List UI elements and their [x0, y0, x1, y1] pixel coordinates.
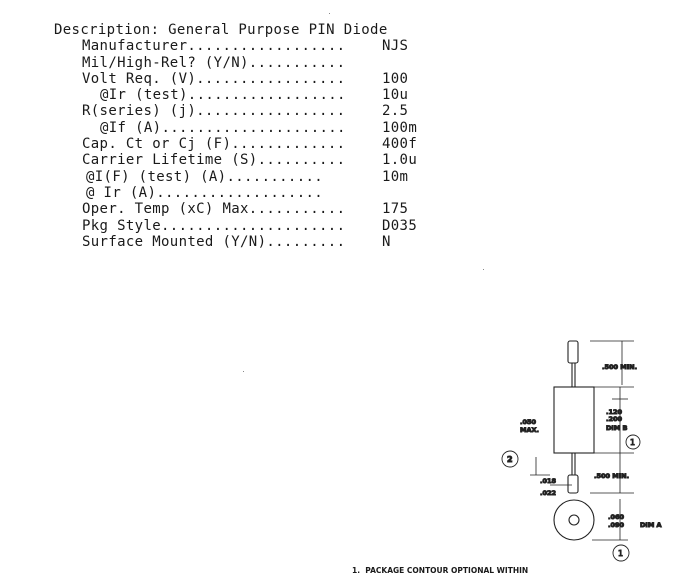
note-marker-3-label: 1 — [618, 549, 623, 558]
leader-dots: ................. — [196, 70, 346, 87]
leader-dots: .................. — [187, 38, 346, 55]
spec-value: N — [382, 233, 391, 250]
leader-dots: .......... — [257, 152, 346, 169]
dim-b-label: DIM B — [606, 424, 628, 432]
body-dia-top: .120 — [606, 408, 623, 416]
diode-body — [553, 386, 595, 454]
dim-a-label: DIM A — [640, 521, 662, 529]
spec-value: 400f — [382, 136, 418, 153]
spec-value: 2.5 — [382, 103, 409, 120]
leader-dots: ..................... — [161, 119, 346, 136]
spec-value: 10u — [382, 87, 409, 104]
spec-row-ir-test: @Ir (test).................. 10u — [54, 87, 408, 104]
diode-outline — [553, 340, 595, 541]
leader-dots: ........... — [248, 201, 346, 218]
spec-row-if-test: @I(F) (test) (A)........... 10m — [54, 168, 408, 185]
spec-label: @I(F) (test) (A) — [86, 168, 227, 185]
leader-dots: ..................... — [161, 217, 346, 234]
note-marker-3 — [612, 544, 630, 562]
spec-label: @If (A) — [100, 119, 162, 136]
spec-label: Surface Mounted (Y/N) — [82, 233, 267, 250]
scan-speck — [483, 269, 484, 270]
spec-label: @ Ir (A) — [86, 184, 157, 201]
note-marker-1 — [625, 434, 641, 450]
spec-label: Carrier Lifetime (S) — [82, 152, 258, 169]
lead-length-bottom: .500 MIN. — [594, 472, 629, 480]
spec-row-ir: @ Ir (A)................... — [54, 185, 388, 201]
description-label: Description: — [54, 22, 160, 38]
end-dia-top: .060 — [608, 513, 625, 521]
spec-row-surface-mounted: Surface Mounted (Y/N)......... N — [54, 233, 391, 250]
scan-speck — [329, 13, 330, 14]
spec-label: @Ir (test) — [100, 87, 188, 104]
spec-row-carrier-lifetime: Carrier Lifetime (S).......... 1.0u — [54, 152, 417, 169]
spec-row-capacitance: Cap. Ct or Cj (F)............. 400f — [54, 136, 417, 153]
leader-dots: ........... — [248, 54, 346, 71]
spec-label: Manufacturer — [82, 38, 188, 55]
spec-row-if: @If (A)..................... 100m — [54, 119, 417, 136]
leader-dots: ......... — [266, 233, 346, 250]
leader-dots: .................. — [187, 87, 346, 104]
spec-label: Volt Req. (V) — [82, 70, 197, 87]
package-note: 1. PACKAGE CONTOUR OPTIONAL WITHIN — [352, 566, 529, 575]
bottom-lead-end — [567, 474, 579, 494]
lead-dia-top: .050 — [520, 418, 537, 426]
spec-row-r-series: R(series) (j)................. 2.5 — [54, 103, 408, 120]
spec-label: Mil/High-Rel? (Y/N) — [82, 54, 249, 71]
spec-value: 175 — [382, 201, 409, 218]
spec-value: NJS — [382, 38, 409, 55]
spec-label: Pkg Style — [82, 217, 162, 234]
spec-sheet: Description: General Purpose PIN Diode M… — [54, 22, 417, 250]
leader-dots: ............. — [231, 136, 346, 153]
spec-row-manufacturer: Manufacturer.................. NJS — [54, 38, 408, 55]
spec-value: 1.0u — [382, 152, 418, 169]
spec-row-oper-temp: Oper. Temp (xC) Max........... 175 — [54, 201, 408, 218]
spec-value: 10m — [382, 168, 409, 185]
end-view-circle — [553, 499, 595, 541]
spec-label: Cap. Ct or Cj (F) — [82, 136, 232, 153]
spec-value: 100 — [382, 70, 409, 87]
body-dia-bottom: .200 — [606, 415, 623, 423]
note-marker-2 — [501, 450, 519, 468]
scan-speck — [243, 371, 244, 372]
wire-dia-top: .018 — [540, 477, 557, 485]
spec-label: R(series) (j) — [82, 103, 197, 120]
description-row: Description: General Purpose PIN Diode — [54, 22, 388, 38]
note-marker-2-label: 2 — [507, 455, 513, 464]
end-dia-bottom: .090 — [608, 521, 625, 529]
leader-dots: ................. — [196, 103, 346, 120]
spec-row-volt-req: Volt Req. (V)................. 100 — [54, 70, 408, 87]
note-marker-1-label: 1 — [630, 438, 635, 447]
spec-value: D035 — [382, 217, 418, 234]
spec-label: Oper. Temp (xC) Max — [82, 201, 249, 218]
leader-dots: ................... — [156, 184, 324, 201]
lead-dia-bottom: MAX. — [520, 426, 539, 434]
lead-length-top: .500 MIN. — [602, 363, 637, 371]
spec-row-pkg-style: Pkg Style..................... D035 — [54, 217, 417, 234]
dimension-lines — [530, 340, 634, 541]
description-value: General Purpose PIN Diode — [168, 22, 388, 38]
spec-row-mil-high-rel: Mil/High-Rel? (Y/N)........... — [54, 55, 388, 71]
wire-dia-bottom: .022 — [540, 489, 556, 497]
leader-dots: ........... — [226, 168, 324, 185]
end-view-inner — [568, 514, 580, 526]
package-outline-drawing: .500 MIN. .120 .200 DIM B .050 MAX. .500… — [501, 340, 662, 562]
spec-value: 100m — [382, 119, 418, 136]
top-lead-end — [567, 340, 579, 364]
